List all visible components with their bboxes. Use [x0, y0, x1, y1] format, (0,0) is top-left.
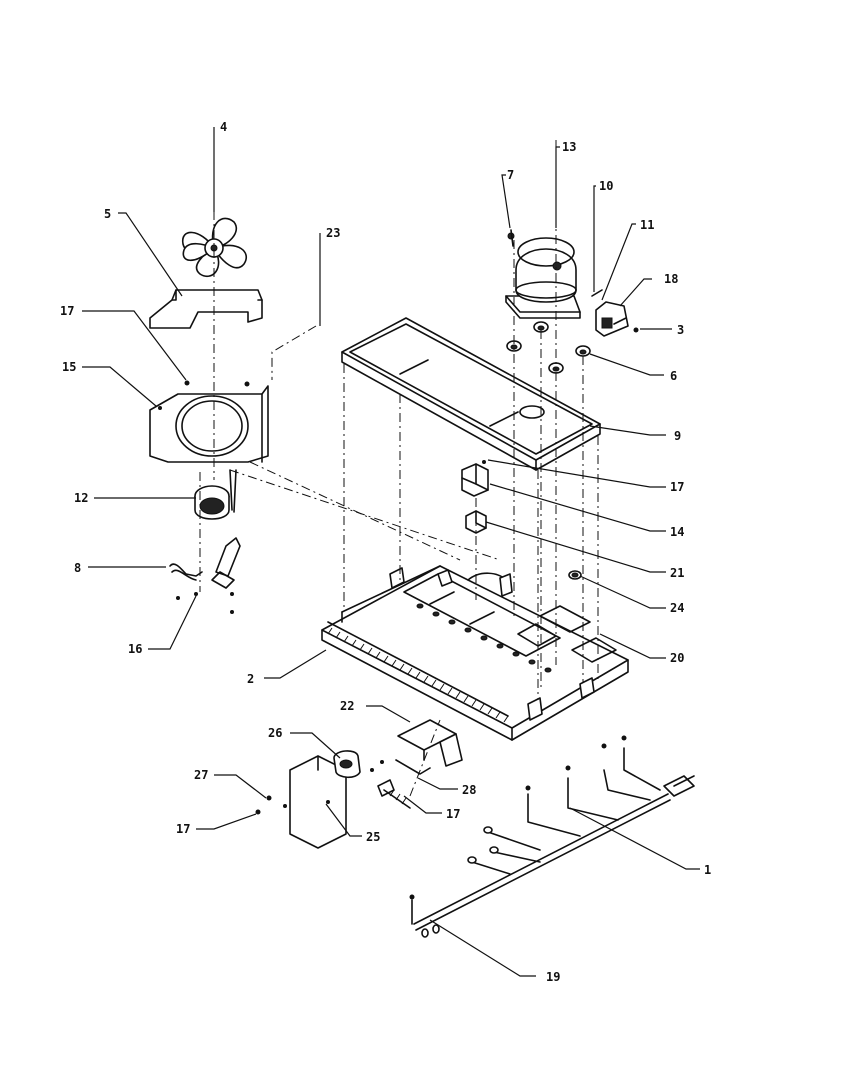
callout-2: 2 [247, 672, 254, 686]
callout-21: 21 [670, 566, 684, 580]
callout-17-cabinet: 17 [670, 480, 684, 494]
callout-9: 9 [674, 429, 681, 443]
callout-26: 26 [268, 726, 282, 740]
fan-motor [194, 469, 237, 520]
compressor [505, 229, 581, 319]
callout-22: 22 [340, 699, 354, 713]
callout-17-fan: 17 [60, 304, 74, 318]
fan-motor-bracket [149, 380, 269, 463]
leader-lines [82, 127, 700, 977]
callout-1: 1 [704, 863, 711, 877]
callout-15: 15 [62, 360, 76, 374]
grommets [506, 321, 591, 374]
callout-5: 5 [104, 207, 111, 221]
callout-19: 19 [546, 970, 560, 984]
callout-18: 18 [664, 272, 678, 286]
callout-7: 7 [507, 168, 514, 182]
callout-20: 20 [670, 651, 684, 665]
wire-harness [409, 735, 695, 938]
control-bracket [370, 719, 463, 809]
callout-6: 6 [670, 369, 677, 383]
base-pan-holes [416, 603, 552, 673]
callout-3: 3 [677, 323, 684, 337]
callout-17-bracket: 17 [446, 807, 460, 821]
callout-25: 25 [366, 830, 380, 844]
top-pan [341, 317, 601, 471]
callout-28: 28 [462, 783, 476, 797]
callout-11: 11 [640, 218, 654, 232]
thermostat [255, 750, 361, 849]
fan-bracket [149, 289, 263, 329]
callout-24: 24 [670, 601, 684, 615]
callout-4: 4 [220, 120, 227, 134]
cabinet-components [461, 460, 582, 580]
callout-8: 8 [74, 561, 81, 575]
callout-13: 13 [562, 140, 576, 154]
callout-10: 10 [599, 179, 613, 193]
callout-23: 23 [326, 226, 340, 240]
callout-12: 12 [74, 491, 88, 505]
callout-16: 16 [128, 642, 142, 656]
base-pan-ribs [327, 621, 509, 723]
callout-17-thermostat: 17 [176, 822, 190, 836]
callout-labels: 1 2 3 4 5 6 7 8 9 10 11 12 13 14 15 16 1… [60, 120, 711, 984]
base-pan [321, 565, 629, 741]
fan-blade [182, 217, 247, 277]
relay-overload [591, 289, 639, 337]
motor-clips [169, 537, 241, 614]
callout-14: 14 [670, 525, 684, 539]
callout-27: 27 [194, 768, 208, 782]
